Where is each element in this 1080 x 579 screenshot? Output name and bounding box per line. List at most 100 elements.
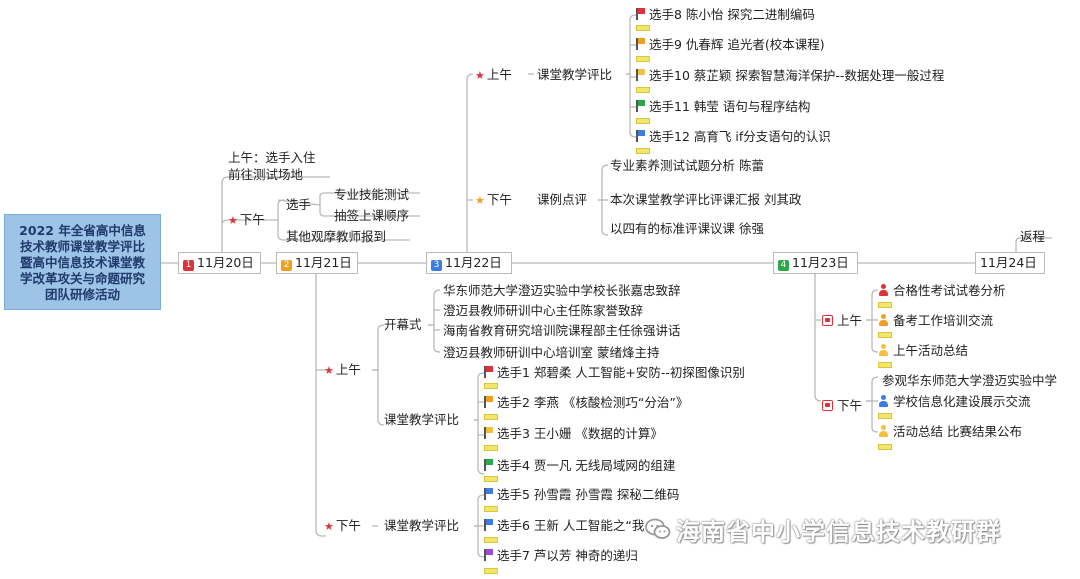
opening-speech-1[interactable]: 华东师范大学澄迈实验中学校长张嘉忠致辞 — [443, 283, 681, 298]
note-marker — [878, 302, 892, 308]
day4-am-item-1[interactable]: 合格性考试试卷分析 — [878, 282, 1006, 300]
root-title-line-2: 技术教师课堂教学评比 — [19, 239, 145, 254]
person-icon — [878, 395, 889, 407]
note-marker — [636, 25, 650, 31]
note-marker — [878, 444, 892, 450]
day4-morning-node[interactable]: 上午 — [822, 312, 862, 330]
afternoon-label: 下午 — [837, 398, 863, 413]
day1-contestant-node[interactable]: 选手 — [286, 197, 312, 212]
person-icon — [878, 344, 889, 356]
contestant-7[interactable]: 选手7 芦以芳 神奇的递归 — [484, 547, 638, 565]
item-text: 备考工作培训交流 — [893, 313, 994, 328]
item-text: 合格性考试试卷分析 — [893, 283, 1006, 298]
star-icon: ★ — [228, 214, 238, 227]
day-label: 11月23日 — [792, 255, 849, 270]
item-text: 学校信息化建设展示交流 — [893, 394, 1031, 409]
root-title-line-4: 学改革攻关与命题研究 — [19, 271, 145, 286]
calendar-heart-icon — [822, 400, 833, 411]
note-marker — [878, 332, 892, 338]
contestant-2[interactable]: 选手2 李燕 《核酸检测巧“分治”》 — [484, 394, 688, 412]
contestant-12[interactable]: 选手12 高育飞 if分支语句的认识 — [636, 128, 831, 146]
contestant-4[interactable]: 选手4 贾一凡 无线局域网的组建 — [484, 457, 675, 475]
opening-host[interactable]: 澄迈县教师研训中心培训室 蒙绪烽主持 — [443, 345, 660, 360]
number-badge-icon: 1 — [183, 260, 194, 271]
flag-icon — [484, 488, 493, 500]
root-title-line-1: 2022 年全省高中信息 — [19, 223, 146, 238]
contestant-10[interactable]: 选手10 蔡芷颖 探索智慧海洋保护--数据处理一般过程 — [636, 67, 944, 85]
person-icon — [878, 314, 889, 326]
day4-afternoon-node[interactable]: 下午 — [822, 397, 862, 415]
day-node-1124[interactable]: 11月24日 — [975, 252, 1045, 274]
item-text: 上午活动总结 — [893, 343, 969, 358]
day-label: 11月20日 — [197, 255, 254, 270]
day1-skill-test[interactable]: 专业技能测试 — [334, 187, 410, 202]
review-item-3[interactable]: 以四有的标准评课议课 徐强 — [610, 221, 764, 236]
day1-observer-checkin[interactable]: 其他观摩教师报到 — [286, 229, 387, 244]
contestant-3[interactable]: 选手3 王小姗 《数据的计算》 — [484, 425, 663, 443]
day1-morning-text[interactable]: 上午：选手入住 — [228, 150, 316, 165]
root-title-line-3: 暨高中信息技术课堂教 — [19, 255, 145, 270]
note-marker — [484, 414, 498, 420]
contestant-8[interactable]: 选手8 陈小怡 探究二进制编码 — [636, 6, 815, 24]
note-marker — [484, 568, 498, 574]
day1-draw-order[interactable]: 抽签上课顺序 — [334, 208, 410, 223]
day3-morning-node[interactable]: ★上午 — [475, 66, 512, 85]
contestant-text: 选手10 蔡芷颖 探索智慧海洋保护--数据处理一般过程 — [649, 68, 945, 83]
star-icon: ★ — [475, 69, 485, 82]
day2-afternoon-node[interactable]: ★下午 — [324, 517, 361, 536]
day1-morning-text-2[interactable]: 前往测试场地 — [228, 167, 304, 182]
day4-pm-item-2[interactable]: 学校信息化建设展示交流 — [878, 393, 1031, 411]
item-text: 活动总结 比赛结果公布 — [893, 424, 1022, 439]
contestant-text: 选手4 贾一凡 无线局域网的组建 — [497, 458, 676, 473]
afternoon-label: 下午 — [239, 212, 265, 227]
contestant-9[interactable]: 选手9 仇春辉 追光者(校本课程) — [636, 36, 825, 54]
root-topic[interactable]: 2022 年全省高中信息 技术教师课堂教学评比 暨高中信息技术课堂教 学改革攻关… — [4, 214, 161, 310]
morning-label: 上午 — [486, 67, 512, 82]
day3-afternoon-node[interactable]: ★下午 — [475, 191, 512, 210]
flag-icon — [484, 366, 493, 378]
contestant-text: 选手9 仇春辉 追光者(校本课程) — [649, 37, 825, 52]
flag-icon — [636, 100, 645, 112]
day5-return[interactable]: 返程 — [1020, 229, 1046, 244]
afternoon-label: 下午 — [486, 192, 512, 207]
review-item-2[interactable]: 本次课堂教学评比评课汇报 刘其政 — [610, 192, 802, 207]
note-marker — [484, 537, 498, 543]
flag-icon — [636, 8, 645, 20]
flag-icon — [636, 130, 645, 142]
day2-opening-node[interactable]: 开幕式 — [384, 317, 422, 332]
note-marker — [484, 476, 498, 482]
note-marker — [636, 56, 650, 62]
contestant-1[interactable]: 选手1 郑碧柔 人工智能+安防--初探图像识别 — [484, 364, 745, 382]
day1-afternoon-node[interactable]: ★下午 — [228, 211, 265, 230]
review-item-1[interactable]: 专业素养测试试题分析 陈蕾 — [610, 158, 764, 173]
day4-am-item-2[interactable]: 备考工作培训交流 — [878, 312, 993, 330]
day-label: 11月22日 — [445, 255, 502, 270]
day4-am-item-3[interactable]: 上午活动总结 — [878, 342, 968, 360]
day4-pm-item-1[interactable]: 参观华东师范大学澄迈实验中学 — [882, 373, 1058, 388]
contestant-text: 选手12 高育飞 if分支语句的认识 — [649, 129, 831, 144]
day2-am-eval-node[interactable]: 课堂教学评比 — [384, 412, 460, 427]
day3-am-eval-node[interactable]: 课堂教学评比 — [537, 67, 613, 82]
contestant-6[interactable]: 选手6 王新 人工智能之“我 — [484, 517, 644, 535]
flag-icon — [484, 459, 493, 471]
opening-speech-2[interactable]: 澄迈县教师研训中心主任陈家誉致辞 — [443, 303, 644, 318]
contestant-11[interactable]: 选手11 韩莹 语句与程序结构 — [636, 98, 810, 116]
contestant-text: 选手8 陈小怡 探究二进制编码 — [649, 7, 815, 22]
contestant-5[interactable]: 选手5 孙雪霞 孙雪霞 探秘二维码 — [484, 486, 679, 504]
star-icon: ★ — [324, 364, 334, 377]
star-icon: ★ — [475, 194, 485, 207]
day2-pm-eval-node[interactable]: 课堂教学评比 — [384, 518, 460, 533]
day2-morning-node[interactable]: ★上午 — [324, 361, 361, 380]
opening-speech-3[interactable]: 海南省教育研究培训院课程部主任徐强讲话 — [443, 323, 681, 338]
day4-pm-item-3[interactable]: 活动总结 比赛结果公布 — [878, 423, 1022, 441]
note-marker — [636, 87, 650, 93]
contestant-text: 选手2 李燕 《核酸检测巧“分治”》 — [497, 395, 689, 410]
person-icon — [878, 284, 889, 296]
day3-review-node[interactable]: 课例点评 — [537, 192, 588, 207]
note-marker — [878, 362, 892, 368]
watermark-text: 海南省中小学信息技术教研群 — [676, 518, 1001, 546]
